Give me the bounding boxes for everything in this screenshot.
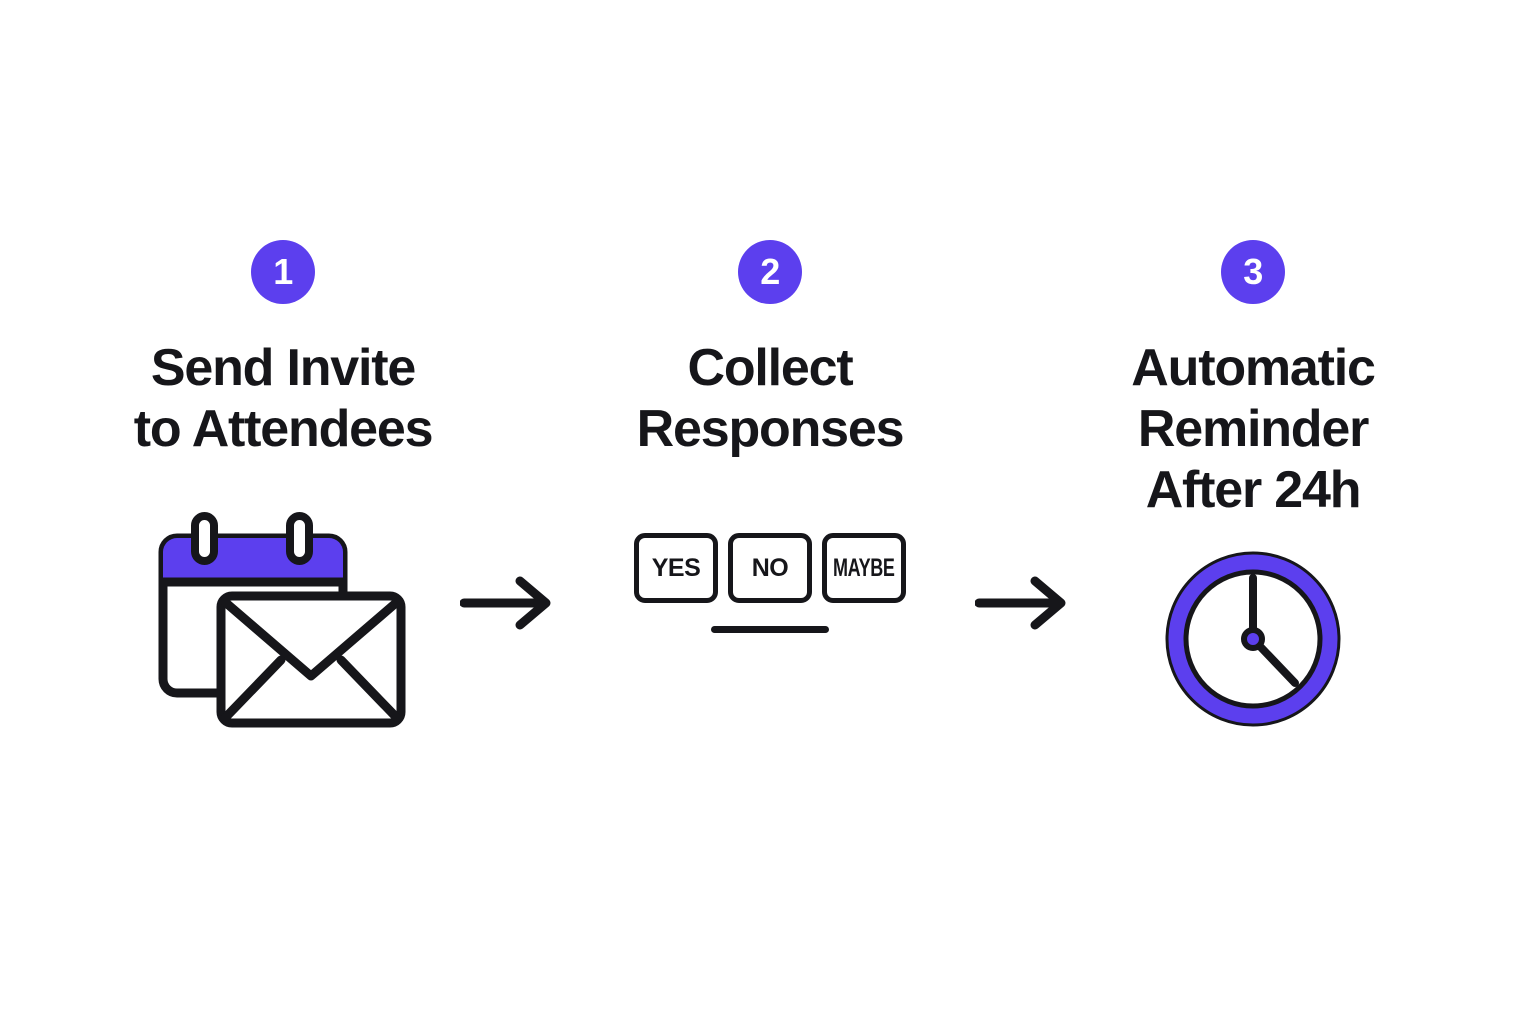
step-number-3: 3 bbox=[1243, 251, 1263, 292]
step-number-1: 1 bbox=[273, 251, 293, 292]
clock-icon bbox=[1043, 505, 1463, 735]
step-number-badge-2: 2 bbox=[738, 240, 802, 304]
step-1: 1 Send Invite to Attendees bbox=[73, 240, 493, 460]
arrow-step-2-to-3 bbox=[975, 575, 1071, 631]
response-label-maybe: MAYBE bbox=[833, 553, 895, 582]
step-title-1: Send Invite to Attendees bbox=[133, 339, 434, 458]
calendar-envelope-icon bbox=[73, 505, 493, 735]
step-number-badge-1: 1 bbox=[251, 240, 315, 304]
response-label-no: NO bbox=[751, 553, 789, 582]
response-buttons-row: YES NO MAYBE bbox=[634, 533, 906, 603]
response-button-maybe[interactable]: MAYBE bbox=[822, 533, 906, 603]
response-button-yes[interactable]: YES bbox=[634, 533, 718, 603]
response-label-yes: YES bbox=[651, 553, 701, 582]
step-number-badge-3: 3 bbox=[1221, 240, 1285, 304]
step-number-2: 2 bbox=[760, 251, 780, 292]
step-title-3: Automatic Reminder After 24h bbox=[1131, 339, 1376, 519]
step-title-2: Collect Responses bbox=[636, 339, 905, 458]
response-button-no[interactable]: NO bbox=[728, 533, 812, 603]
response-underline-rule bbox=[711, 626, 829, 633]
arrow-step-1-to-2 bbox=[460, 575, 556, 631]
step-3: 3 Automatic Reminder After 24h bbox=[1043, 240, 1463, 521]
response-options-group: YES NO MAYBE bbox=[634, 505, 906, 735]
response-buttons-icon: YES NO MAYBE bbox=[560, 505, 980, 735]
step-2: 2 Collect Responses bbox=[560, 240, 980, 460]
